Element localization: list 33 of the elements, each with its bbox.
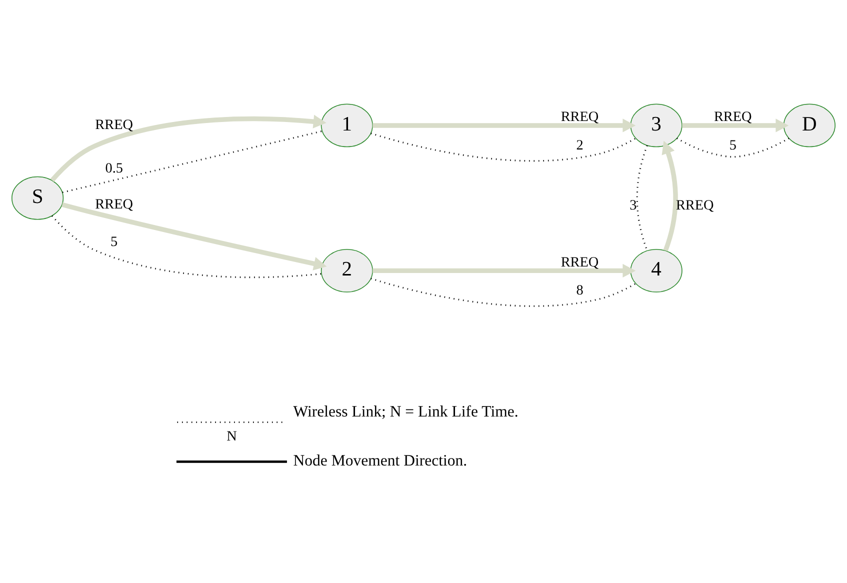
connector	[62, 130, 322, 193]
node-ellipse: 3	[630, 103, 682, 147]
edge-label: RREQ	[95, 116, 134, 132]
edge-label: 8	[576, 282, 584, 298]
edge-label: 2	[576, 136, 584, 153]
edge-label: RREQ	[714, 108, 752, 125]
node-ellipse: 1	[320, 103, 373, 147]
legend-label: Wireless Link; N = Link Life Time.	[293, 403, 518, 420]
arrow	[50, 114, 326, 182]
connector	[370, 277, 636, 306]
node-ellipse: D	[783, 103, 836, 147]
arrow	[662, 140, 678, 251]
edge-label: 5	[110, 233, 118, 250]
legend-label: Node Movement Direction.	[293, 452, 468, 470]
connector	[51, 214, 322, 278]
connector	[370, 132, 636, 162]
arrow	[682, 118, 789, 132]
edge-label: RREQ	[560, 108, 599, 125]
connector	[676, 137, 790, 158]
node-ellipse: 4	[630, 248, 682, 292]
edge-label: RREQ	[676, 196, 714, 213]
node-ellipse: 2	[320, 248, 373, 292]
arrow	[372, 263, 636, 277]
node-ellipse: S	[12, 176, 64, 220]
edge-label: 3	[630, 196, 637, 213]
label: N	[226, 428, 237, 444]
connector	[636, 144, 648, 250]
arrow	[62, 202, 327, 270]
arrow	[372, 118, 636, 132]
edge-label: RREQ	[560, 254, 599, 270]
edge-label: RREQ	[95, 196, 134, 212]
edge-label: 0.5	[105, 160, 123, 176]
edge-label: 5	[729, 136, 736, 153]
